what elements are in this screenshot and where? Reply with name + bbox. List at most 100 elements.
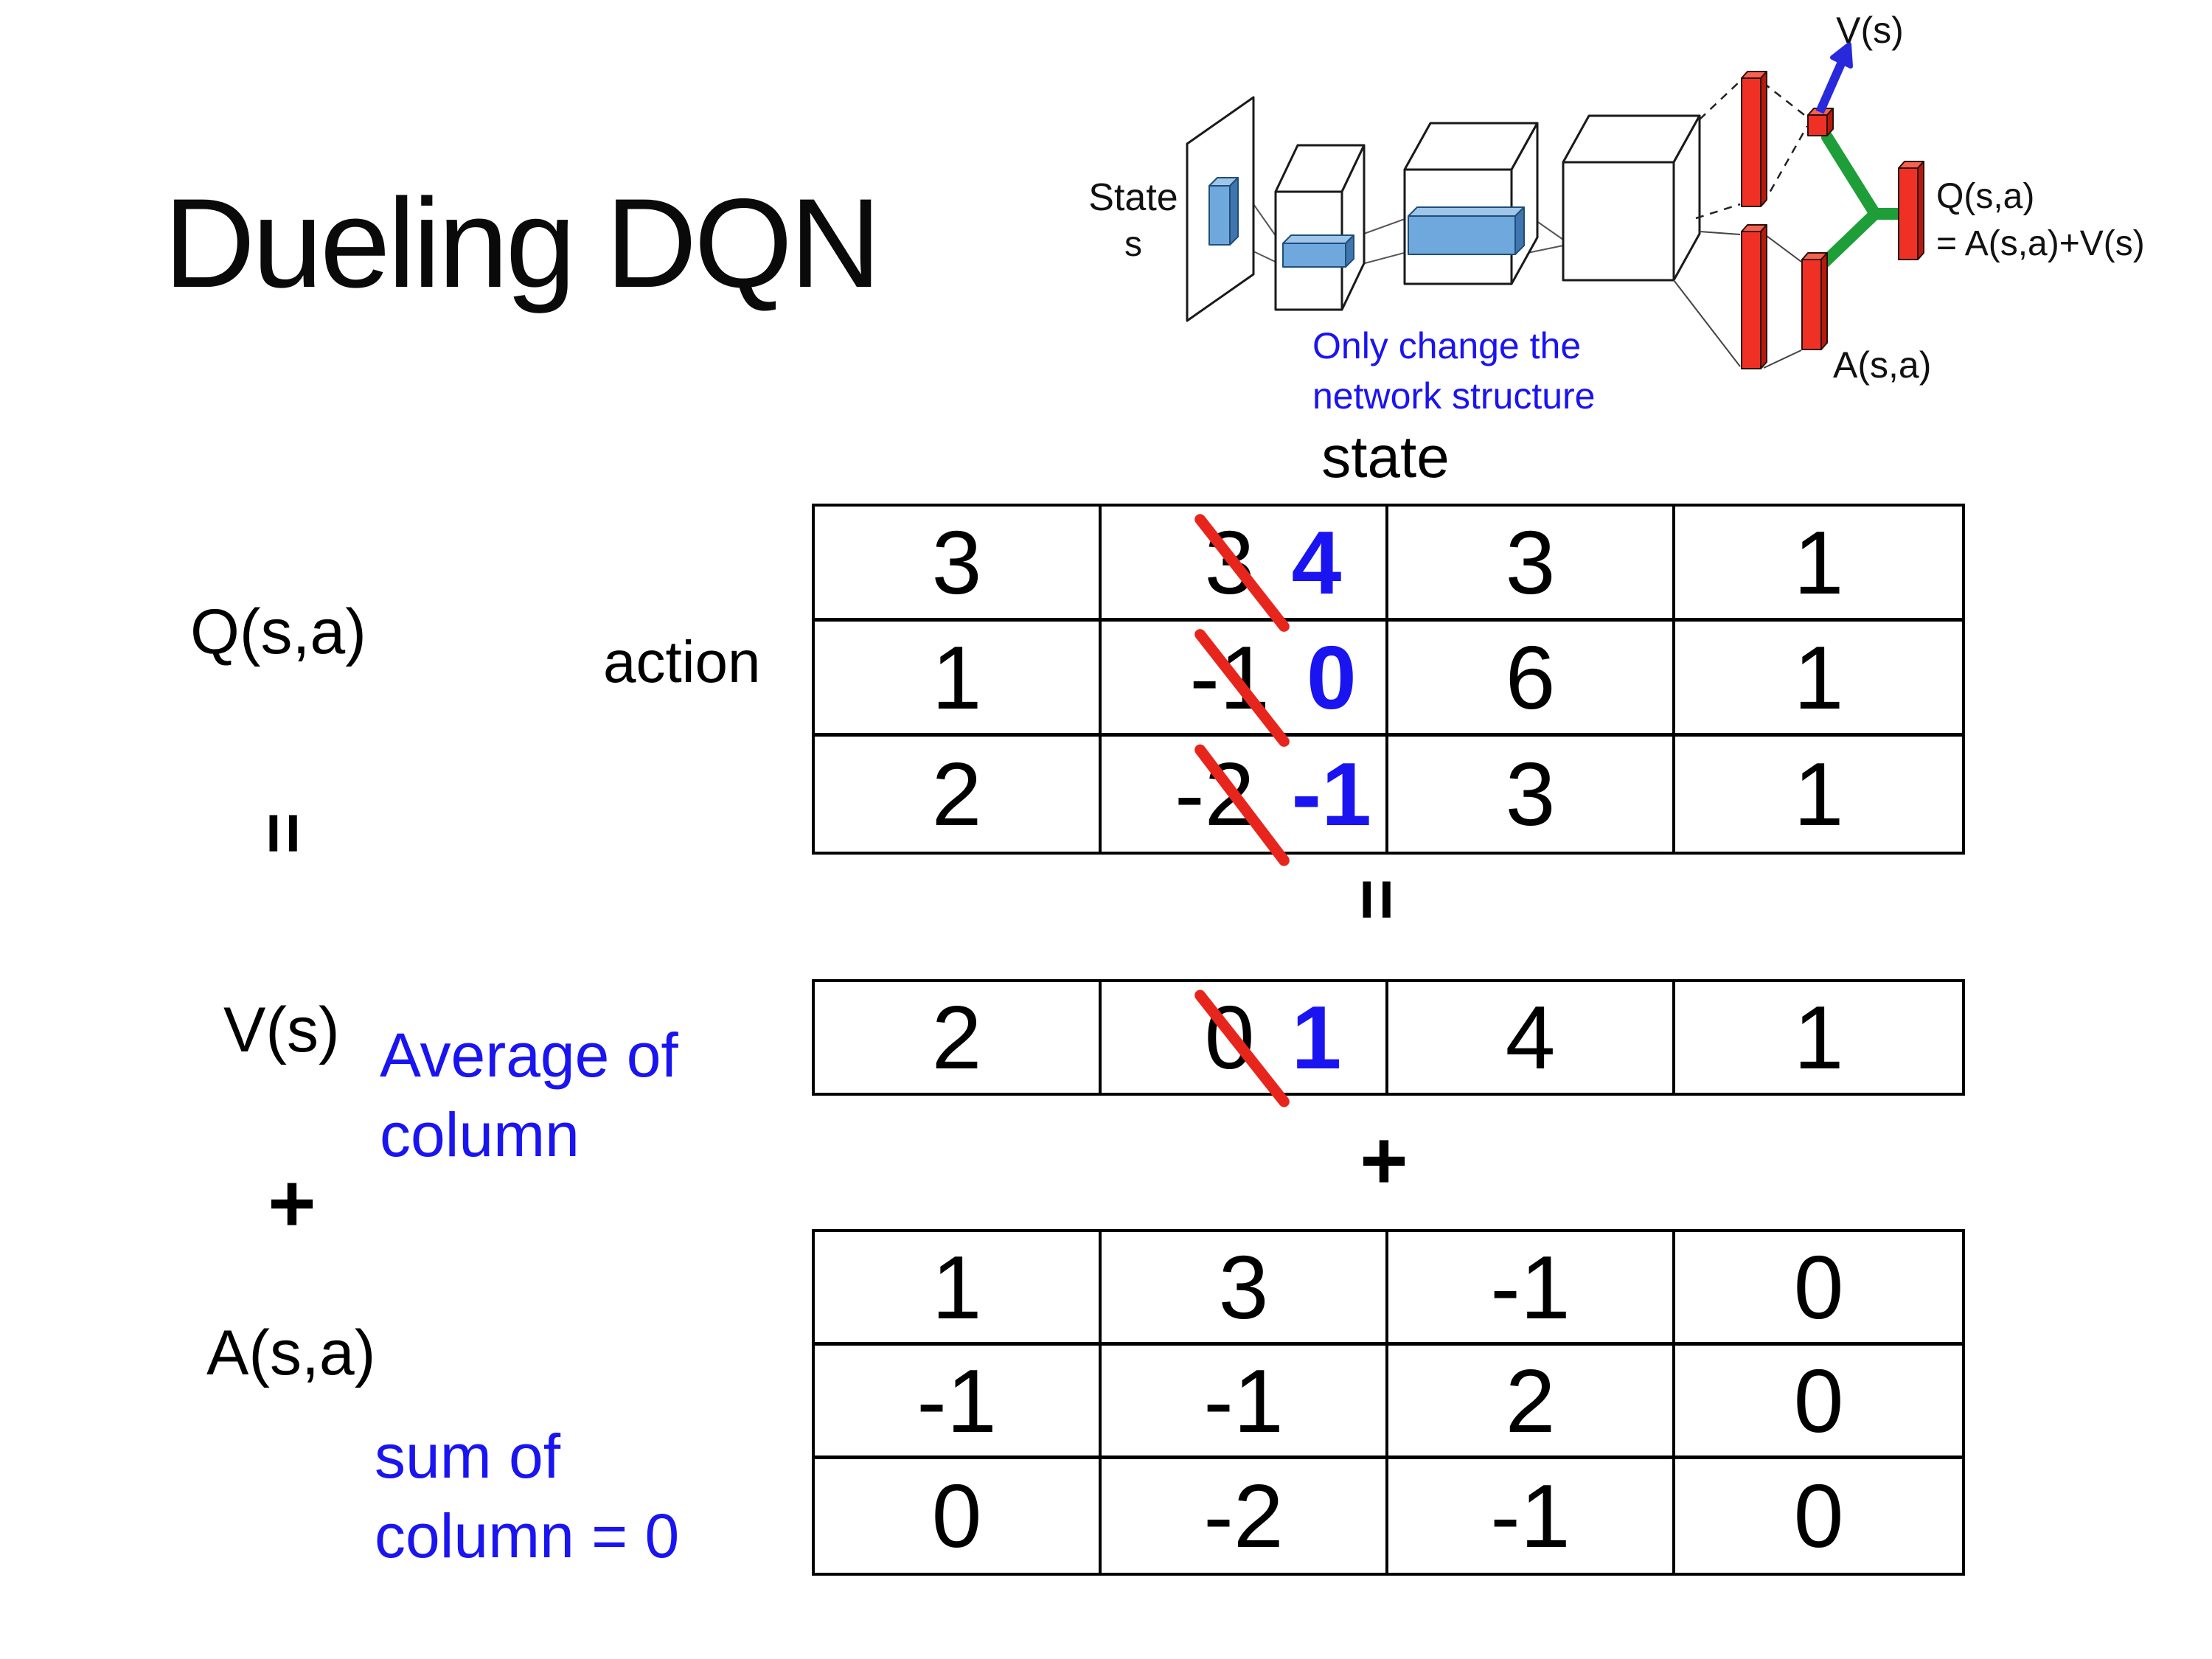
matrix-cell: 3 (1102, 1232, 1388, 1346)
cell-value: 3 (1505, 512, 1556, 613)
solid-link (1673, 279, 1741, 367)
fc-vector-top (1741, 71, 1767, 207)
dashed-link (1761, 125, 1809, 205)
cell-value: 1 (1793, 987, 1844, 1088)
cell-value: 3 (931, 512, 982, 613)
matrix-cell: 1 (815, 1232, 1102, 1346)
matrix-cell: 1 (1675, 737, 1962, 852)
state-input-sub: s (1124, 225, 1142, 264)
v-matrix-label: V(s) (223, 995, 340, 1065)
dashed-link (1762, 82, 1808, 118)
network-note-line1: Only change the (1312, 325, 1581, 366)
dashed-link (1695, 203, 1741, 220)
matrix-cell: 3 (815, 507, 1102, 622)
v-output-label: V(s) (1836, 10, 1904, 51)
equals-sign-left: = (243, 812, 325, 855)
a-matrix-label: A(s,a) (206, 1318, 376, 1388)
matrix-cell: -2 -1 (1102, 737, 1388, 866)
matrix-cell: -1 (1102, 1346, 1388, 1459)
cell-value: 1 (1793, 627, 1844, 728)
matrix-cell: -2 (1102, 1459, 1388, 1573)
matrix-cell: 1 (1675, 622, 1962, 737)
matrix-cell: 2 (815, 737, 1102, 852)
feature-slab-3 (1408, 206, 1525, 255)
matrix-cell: 2 (1388, 1346, 1675, 1459)
state-input-label: State (1088, 176, 1178, 219)
cell-value: 0 (1793, 1466, 1844, 1566)
solid-link (1763, 349, 1802, 369)
action-axis-label: action (603, 629, 761, 695)
v-output-arrow (1815, 42, 1853, 114)
replacement-value: -1 (1291, 744, 1371, 844)
average-of-column-note: Average of column (380, 1016, 678, 1175)
average-note-line2: column (380, 1099, 580, 1169)
cell-value: 4 (1505, 987, 1556, 1088)
cell-value: 2 (1505, 1350, 1556, 1451)
matrix-cell: -1 0 (1102, 622, 1388, 747)
crossed-out-value: -1 (1189, 627, 1270, 728)
q-output-label-line1: Q(s,a) (1936, 177, 2034, 216)
a-output-label: A(s,a) (1833, 344, 1931, 386)
connector-line (1523, 245, 1564, 254)
cell-value: 2 (931, 744, 982, 844)
slide-title: Dueling DQN (164, 173, 881, 314)
average-note-line1: Average of (380, 1020, 678, 1090)
plus-sign-left: + (268, 1157, 316, 1250)
feature-slab-1 (1208, 177, 1239, 246)
q-output-label-line2: = A(s,a)+V(s) (1936, 224, 2145, 263)
matrix-cell: 0 (1675, 1232, 1962, 1346)
cell-value: 1 (931, 1237, 982, 1338)
cell-value: 1 (931, 627, 982, 728)
network-note-line2: network structure (1312, 375, 1595, 413)
cell-value: 3 (1218, 1237, 1269, 1338)
q-output-vector (1898, 161, 1924, 260)
cell-value: -2 (1203, 1466, 1284, 1566)
cell-value: -1 (1490, 1237, 1571, 1338)
value-scalar-node (1807, 108, 1834, 136)
matrix-cell: 0 (815, 1459, 1102, 1573)
matrix-cell: 0 (1675, 1459, 1962, 1573)
replacement-value: 4 (1291, 512, 1342, 613)
dueling-network-diagram: State s V(s) Q(s,a) = A(s,a)+V(s) A(s,a)… (1088, 10, 2145, 413)
q-matrix-label: Q(s,a) (190, 597, 366, 667)
solid-link (1699, 231, 1741, 235)
plus-sign-middle: + (1360, 1114, 1408, 1207)
matrix-cell: 3 (1388, 737, 1675, 852)
cell-value: 0 (931, 1466, 982, 1566)
replacement-value: 1 (1291, 987, 1342, 1088)
matrix-cell: -1 (1388, 1459, 1675, 1573)
sum-of-column-note: sum of column = 0 (375, 1417, 679, 1576)
replacement-value: 0 (1306, 627, 1357, 728)
combine-connector (1814, 131, 1907, 273)
matrix-cell: -1 (1388, 1232, 1675, 1346)
state-axis-label: state (1321, 424, 1450, 490)
matrix-cell: 1 (815, 622, 1102, 737)
equals-sign-middle: = (1337, 878, 1419, 921)
sum-note-line1: sum of (375, 1422, 561, 1491)
matrix-cell: 4 (1388, 982, 1675, 1093)
cell-value: 1 (1793, 512, 1844, 613)
cell-value: 6 (1505, 627, 1556, 728)
matrix-cell: 1 (1675, 507, 1962, 622)
cell-value: 3 (1505, 744, 1556, 844)
conv-box-2 (1403, 122, 1539, 285)
crossed-out-value: -2 (1175, 744, 1255, 844)
dashed-link (1699, 80, 1741, 120)
matrix-cell: -1 (815, 1346, 1102, 1459)
fc-vector-bottom (1741, 224, 1767, 369)
matrix-cell: 3 (1388, 507, 1675, 622)
cell-value: -1 (1203, 1350, 1284, 1451)
solid-link (1763, 233, 1802, 262)
conv-box-3 (1562, 114, 1701, 282)
cell-value: 2 (931, 987, 982, 1088)
crossed-out-value: 3 (1204, 512, 1255, 613)
crossed-out-value: 0 (1204, 987, 1255, 1088)
matrix-cell: 6 (1388, 622, 1675, 737)
cell-value: -1 (1490, 1466, 1571, 1566)
